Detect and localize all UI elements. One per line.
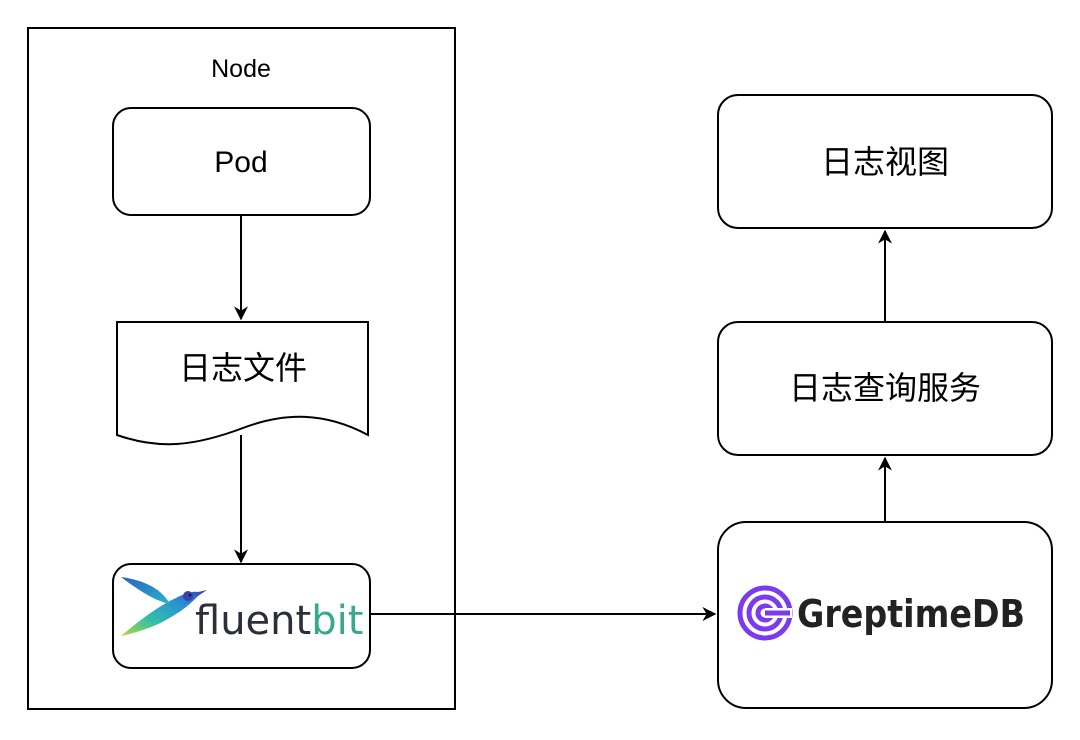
log-file-label: 日志文件 <box>179 349 307 387</box>
log-query-service-box[interactable]: 日志查询服务 <box>717 321 1053 456</box>
fluentbit-box[interactable]: fluentbit <box>112 563 371 669</box>
log-view-box[interactable]: 日志视图 <box>717 94 1053 229</box>
pod-box[interactable]: Pod <box>112 107 371 216</box>
log-file-shape[interactable]: 日志文件 <box>116 321 369 446</box>
fluentbit-hummingbird-icon <box>121 577 207 636</box>
greptimedb-box[interactable]: GreptimeDB <box>717 521 1053 709</box>
fluentbit-label: fluentbit <box>195 598 363 644</box>
log-query-service-label: 日志查询服务 <box>789 369 981 407</box>
node-label: Node <box>211 55 271 83</box>
log-view-label: 日志视图 <box>821 143 949 181</box>
fluentbit-label-fluent: fluent <box>195 598 311 644</box>
greptimedb-logo-icon <box>737 585 793 641</box>
greptimedb-label: GreptimeDB <box>797 592 1025 636</box>
fluentbit-label-bit: bit <box>311 598 363 644</box>
pod-label: Pod <box>214 146 267 179</box>
